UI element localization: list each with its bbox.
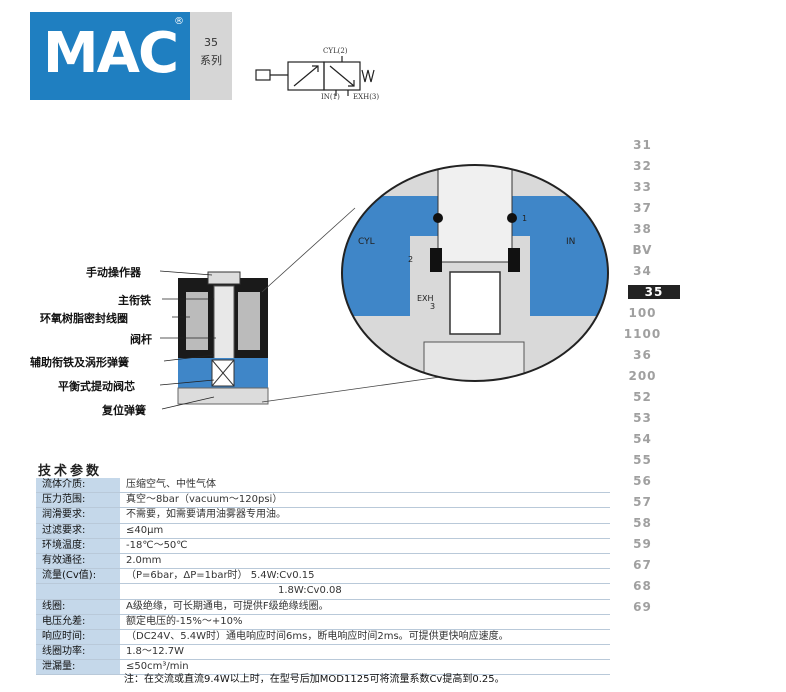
nav-item-32[interactable]: 32 xyxy=(633,159,652,173)
symbol-port-cyl: CYL(2) xyxy=(323,47,348,55)
label-main-armature: 主衔铁 xyxy=(118,294,151,307)
spec-key: 泄漏量: xyxy=(36,659,120,676)
label-leader-lines xyxy=(159,270,216,410)
spec-value: （DC24V、5.4W时）通电响应时间6ms，断电响应时间2ms。可提供更快响应… xyxy=(120,629,610,646)
spec-value: 2.0mm xyxy=(120,553,610,570)
zoom-label-in: IN xyxy=(566,237,576,247)
table-row: 线圈功率:1.8～12.7W xyxy=(36,644,610,661)
nav-item-67[interactable]: 67 xyxy=(633,558,652,572)
spec-value: 压缩空气、中性气体 xyxy=(120,478,610,494)
table-row: 1.8W:Cv0.08 xyxy=(36,583,610,600)
spec-table: 流体介质:压缩空气、中性气体 压力范围:真空～8bar（vacuum～120ps… xyxy=(36,478,610,676)
label-return-spring: 复位弹簧 xyxy=(102,404,146,417)
spec-value: A级绝缘，可长期通电，可提供F级绝缘线圈。 xyxy=(120,599,610,615)
nav-item-100[interactable]: 100 xyxy=(628,306,657,320)
spec-key: 响应时间: xyxy=(36,629,120,646)
zoom-label-cyl: CYL xyxy=(358,237,375,247)
nav-item-54[interactable]: 54 xyxy=(633,432,652,446)
spec-title: 技术参数 xyxy=(38,464,103,479)
zoom-label-port3: 3 xyxy=(430,302,436,311)
nav-item-58[interactable]: 58 xyxy=(633,516,652,530)
spec-key: 过滤要求: xyxy=(36,523,120,539)
valve-zoom-detail-icon xyxy=(341,164,609,382)
table-row: 响应时间:（DC24V、5.4W时）通电响应时间6ms，断电响应时间2ms。可提… xyxy=(36,629,610,646)
nav-item-200[interactable]: 200 xyxy=(628,369,657,383)
valve-symbol-icon xyxy=(255,56,375,96)
valve-cross-section-icon xyxy=(177,271,269,405)
nav-item-38[interactable]: 38 xyxy=(633,222,652,236)
table-row: 线圈:A级绝缘，可长期通电，可提供F级绝缘线圈。 xyxy=(36,599,610,615)
nav-item-bv[interactable]: BV xyxy=(632,243,653,257)
zoom-label-port2: 2 xyxy=(408,255,414,264)
table-row: 流体介质:压缩空气、中性气体 xyxy=(36,478,610,494)
spec-key: 有效通径: xyxy=(36,553,120,570)
nav-item-68[interactable]: 68 xyxy=(633,579,652,593)
mac-logo: MAC ® xyxy=(30,12,190,100)
spec-value: -18℃～50℃ xyxy=(120,538,610,554)
table-row: 有效通径:2.0mm xyxy=(36,553,610,570)
spec-key xyxy=(36,583,120,600)
symbol-port-exh: EXH(3) xyxy=(353,93,380,101)
nav-item-59[interactable]: 59 xyxy=(633,537,652,551)
spec-value: ≤50cm³/min xyxy=(120,659,610,676)
nav-item-36[interactable]: 36 xyxy=(633,348,652,362)
symbol-port-in: IN(1) xyxy=(321,93,340,101)
nav-item-53[interactable]: 53 xyxy=(633,411,652,425)
spec-key: 润滑要求: xyxy=(36,507,120,524)
registered-mark: ® xyxy=(174,16,184,27)
spec-key: 线圈功率: xyxy=(36,644,120,661)
label-manual-operator: 手动操作器 xyxy=(86,266,141,279)
zoom-label-port1: 1 xyxy=(522,214,528,223)
logo-text: MAC xyxy=(42,21,179,86)
table-row: 电压允差:额定电压的-15%～+10% xyxy=(36,614,610,630)
label-balanced-poppet: 平衡式提动阀芯 xyxy=(58,380,135,393)
series-box: 35 系列 xyxy=(190,12,232,100)
label-aux-armature: 辅助衔铁及涡形弹簧 xyxy=(30,356,129,369)
spec-key: 压力范围: xyxy=(36,492,120,509)
nav-item-56[interactable]: 56 xyxy=(633,474,652,488)
nav-item-57[interactable]: 57 xyxy=(633,495,652,509)
table-row: 流量(Cv值):（P=6bar，ΔP=1bar时） 5.4W:Cv0.15 xyxy=(36,568,610,585)
zoom-label-exh: EXH xyxy=(417,294,434,303)
nav-item-35-active[interactable]: 35 xyxy=(628,285,680,299)
nav-item-31[interactable]: 31 xyxy=(633,138,652,152)
nav-item-33[interactable]: 33 xyxy=(633,180,652,194)
spec-footnote: 注：在交流或直流9.4W以上时，在型号后加MOD1125可将流量系数Cv提高到0… xyxy=(124,674,505,685)
nav-item-37[interactable]: 37 xyxy=(633,201,652,215)
spec-key: 环境温度: xyxy=(36,538,120,554)
label-epoxy-coil: 环氧树脂密封线圈 xyxy=(40,312,128,325)
table-row: 压力范围:真空～8bar（vacuum～120psi） xyxy=(36,492,610,509)
nav-item-34[interactable]: 34 xyxy=(633,264,652,278)
spec-key: 电压允差: xyxy=(36,614,120,630)
spec-key: 流体介质: xyxy=(36,478,120,494)
table-row: 润滑要求:不需要，如需要请用油雾器专用油。 xyxy=(36,507,610,524)
table-row: 环境温度:-18℃～50℃ xyxy=(36,538,610,554)
label-stem: 阀杆 xyxy=(130,333,152,346)
spec-value: ≤40μm xyxy=(120,523,610,539)
series-label: 系列 xyxy=(200,54,222,67)
spec-key: 流量(Cv值): xyxy=(36,568,120,585)
nav-item-1100[interactable]: 1100 xyxy=(623,327,662,341)
spec-value: （P=6bar，ΔP=1bar时） 5.4W:Cv0.15 xyxy=(120,568,610,585)
spec-value: 不需要，如需要请用油雾器专用油。 xyxy=(120,507,610,524)
nav-item-69[interactable]: 69 xyxy=(633,600,652,614)
spec-value: 额定电压的-15%～+10% xyxy=(120,614,610,630)
table-row: 过滤要求:≤40μm xyxy=(36,523,610,539)
spec-value: 1.8W:Cv0.08 xyxy=(120,583,610,600)
nav-item-55[interactable]: 55 xyxy=(633,453,652,467)
spec-value: 1.8～12.7W xyxy=(120,644,610,661)
table-row: 泄漏量:≤50cm³/min xyxy=(36,659,610,676)
nav-item-52[interactable]: 52 xyxy=(633,390,652,404)
spec-key: 线圈: xyxy=(36,599,120,615)
series-number: 35 xyxy=(204,36,218,49)
spec-value: 真空～8bar（vacuum～120psi） xyxy=(120,492,610,509)
